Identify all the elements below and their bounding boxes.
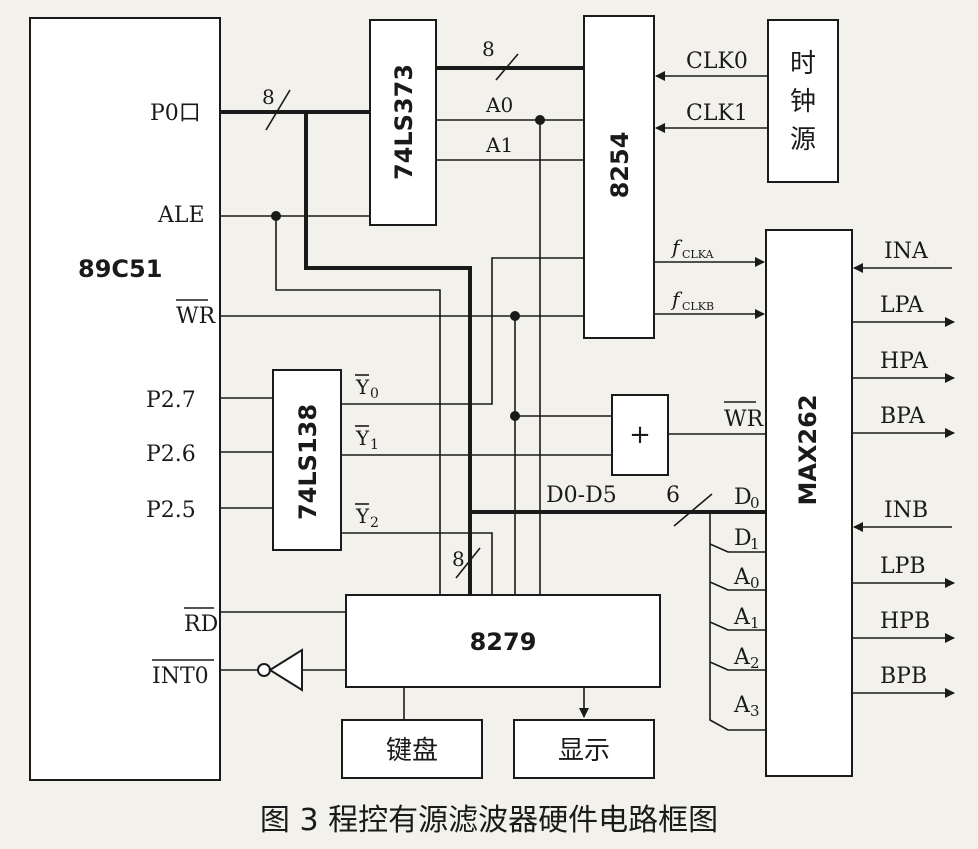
clk0-label: CLK0 bbox=[686, 49, 748, 74]
clk1-label: CLK1 bbox=[686, 101, 748, 126]
decoder-74ls138-box bbox=[272, 369, 342, 551]
max262-a0-sub: 0 bbox=[750, 574, 760, 592]
y2-label: Y bbox=[355, 504, 370, 528]
y2-wire bbox=[341, 532, 493, 595]
max262-box bbox=[765, 229, 853, 777]
max262-a3-label: A bbox=[733, 693, 751, 718]
timer-8254-box bbox=[583, 15, 655, 339]
pin-p0: P0口 bbox=[150, 101, 201, 126]
y1-label: Y bbox=[355, 426, 370, 450]
keyboard-box bbox=[341, 719, 483, 779]
lpb-label: LPB bbox=[880, 554, 926, 579]
kbd-bus-slash bbox=[455, 547, 481, 579]
max262-a0-wire bbox=[709, 581, 766, 591]
max262-d1-wire bbox=[709, 543, 766, 553]
a1-label: A1 bbox=[485, 133, 513, 157]
max262-fan-bus bbox=[709, 512, 766, 731]
p0-to-8279-bus bbox=[304, 112, 472, 595]
y0-wire bbox=[341, 257, 584, 405]
bpa-label: BPA bbox=[880, 404, 926, 429]
fclka-sub: CLKA bbox=[682, 248, 714, 261]
max262-d0-label: D bbox=[734, 485, 752, 510]
max262-a2-label: A bbox=[733, 645, 751, 670]
lpa-label: LPA bbox=[880, 293, 924, 318]
latch-74ls373-box bbox=[369, 19, 437, 226]
max262-a2-sub: 2 bbox=[750, 654, 760, 672]
p0-bus-slash bbox=[265, 89, 291, 131]
ina-label: INA bbox=[884, 239, 929, 264]
adder-box bbox=[611, 394, 669, 476]
latch-label: 74LS373 bbox=[390, 64, 418, 180]
pin-ale: ALE bbox=[157, 203, 205, 228]
pin-p25: P2.5 bbox=[146, 498, 196, 523]
ale-to-8279-wire bbox=[275, 216, 441, 595]
max262-d1-label: D bbox=[734, 526, 752, 551]
inverter-triangle bbox=[268, 648, 303, 692]
max262-a1-wire bbox=[709, 621, 766, 631]
pin-int0: INT0 bbox=[152, 664, 209, 689]
fclkb-sub: CLKB bbox=[682, 300, 714, 313]
mcu-label: 89C51 bbox=[78, 255, 162, 283]
decoder-label: 74LS138 bbox=[294, 404, 322, 520]
keyboard-label: 键盘 bbox=[386, 736, 438, 766]
kbd-bus-width: 8 bbox=[452, 547, 465, 571]
y0-sub: 0 bbox=[370, 386, 379, 402]
bus-width-8254: 8 bbox=[482, 37, 495, 61]
max262-a1-sub: 1 bbox=[750, 614, 760, 632]
p0-bus-width: 8 bbox=[262, 85, 275, 109]
max262-d1-sub: 1 bbox=[750, 535, 760, 553]
y2-sub: 2 bbox=[370, 515, 379, 531]
d-bus-slash bbox=[673, 493, 713, 527]
adder-label: + bbox=[629, 420, 651, 450]
pin-rd: RD bbox=[184, 612, 218, 637]
figure-caption: 图 3 程控有源滤波器硬件电路框图 bbox=[260, 803, 718, 838]
d-bus-width: 6 bbox=[666, 483, 680, 508]
y1-sub: 1 bbox=[370, 437, 379, 453]
max262-a2-wire bbox=[709, 661, 766, 671]
kbd-ctrl-8279-box bbox=[345, 594, 661, 688]
filter-label: MAX262 bbox=[794, 394, 822, 505]
display-box bbox=[513, 719, 655, 779]
mcu-89c51-box bbox=[29, 17, 221, 781]
max262-a0-label: A bbox=[733, 565, 751, 590]
hpa-label: HPA bbox=[880, 349, 929, 374]
clock-label-2: 钟 bbox=[790, 87, 816, 117]
bus-slash-8254 bbox=[495, 53, 519, 81]
hpb-label: HPB bbox=[880, 609, 930, 634]
clock-label-3: 源 bbox=[790, 125, 816, 155]
max262-a1-label: A bbox=[733, 605, 751, 630]
max262-d0-sub: 0 bbox=[750, 494, 760, 512]
wr-filter-label: WR bbox=[724, 407, 765, 432]
inb-label: INB bbox=[884, 498, 928, 523]
max262-a3-sub: 3 bbox=[750, 702, 760, 720]
clock-label-1: 时 bbox=[790, 49, 816, 79]
a0-label: A0 bbox=[485, 93, 513, 117]
d-bus-label: D0-D5 bbox=[546, 483, 617, 508]
timer-label: 8254 bbox=[606, 132, 634, 199]
y0-label: Y bbox=[355, 375, 370, 399]
display-label: 显示 bbox=[558, 736, 610, 766]
clock-source-box bbox=[767, 19, 839, 183]
bpb-label: BPB bbox=[880, 664, 927, 689]
pin-p27: P2.7 bbox=[146, 388, 196, 413]
pin-wr: WR bbox=[176, 304, 217, 329]
kbd-ctrl-label: 8279 bbox=[470, 628, 537, 656]
pin-p26: P2.6 bbox=[146, 442, 196, 467]
